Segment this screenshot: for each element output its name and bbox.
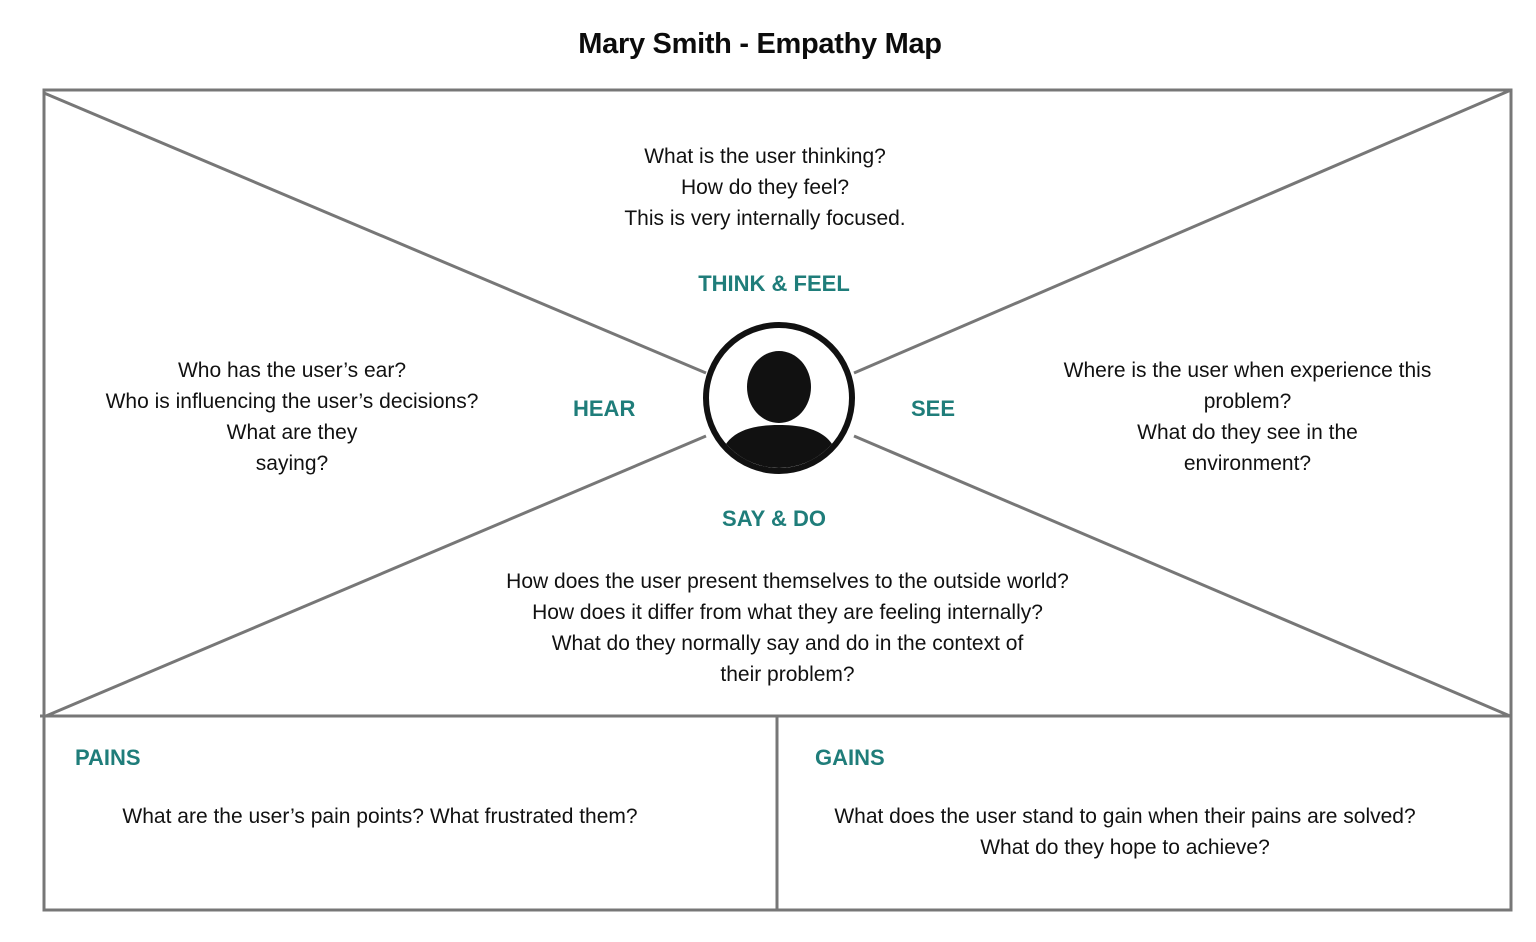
- hear-line: saying?: [255, 452, 329, 475]
- say-do-label: SAY & DO: [722, 506, 826, 531]
- think-feel-line: What is the user thinking?: [644, 145, 886, 168]
- diagonal-top-right: [853, 88, 1512, 375]
- hear-line: What are they: [226, 421, 358, 444]
- say-do-questions: How does the user present themselves to …: [460, 566, 1115, 690]
- say-do-line: their problem?: [720, 663, 855, 686]
- say-do-line: How does it differ from what they are fe…: [532, 601, 1043, 624]
- gains-line: What do they hope to achieve?: [980, 836, 1270, 859]
- user-avatar-icon: [703, 322, 855, 474]
- think-feel-line: This is very internally focused.: [624, 207, 906, 230]
- hear-label: HEAR: [573, 396, 636, 421]
- think-feel-line: How do they feel?: [680, 176, 850, 199]
- hear-line: Who has the user’s ear?: [177, 359, 407, 382]
- diagonal-top-left: [43, 91, 707, 375]
- pains-label: PAINS: [75, 745, 141, 770]
- page-title: Mary Smith - Empathy Map: [578, 28, 942, 60]
- see-label: SEE: [911, 396, 956, 421]
- pains-questions: What are the user’s pain points? What fr…: [80, 801, 680, 832]
- diagonal-bottom-right: [853, 434, 1511, 718]
- pains-line: What are the user’s pain points? What fr…: [122, 805, 638, 828]
- see-line: problem?: [1203, 390, 1292, 413]
- say-do-line: What do they normally say and do in the …: [551, 632, 1024, 655]
- see-line: Where is the user when experience this: [1063, 359, 1432, 382]
- hear-line: Who is influencing the user’s decisions?: [105, 390, 479, 413]
- gains-line: What does the user stand to gain when th…: [834, 805, 1416, 828]
- diagonal-bottom-left: [45, 434, 707, 718]
- gains-label: GAINS: [815, 745, 885, 770]
- say-do-line: How does the user present themselves to …: [506, 570, 1069, 593]
- see-line: environment?: [1183, 452, 1312, 475]
- think-feel-label: THINK & FEEL: [698, 271, 850, 296]
- think-feel-questions: What is the user thinking? How do they f…: [565, 141, 965, 234]
- gains-questions: What does the user stand to gain when th…: [810, 801, 1440, 863]
- hear-questions: Who has the user’s ear? Who is influenci…: [72, 355, 512, 479]
- see-questions: Where is the user when experience this p…: [1025, 355, 1470, 479]
- see-line: What do they see in the: [1137, 421, 1358, 444]
